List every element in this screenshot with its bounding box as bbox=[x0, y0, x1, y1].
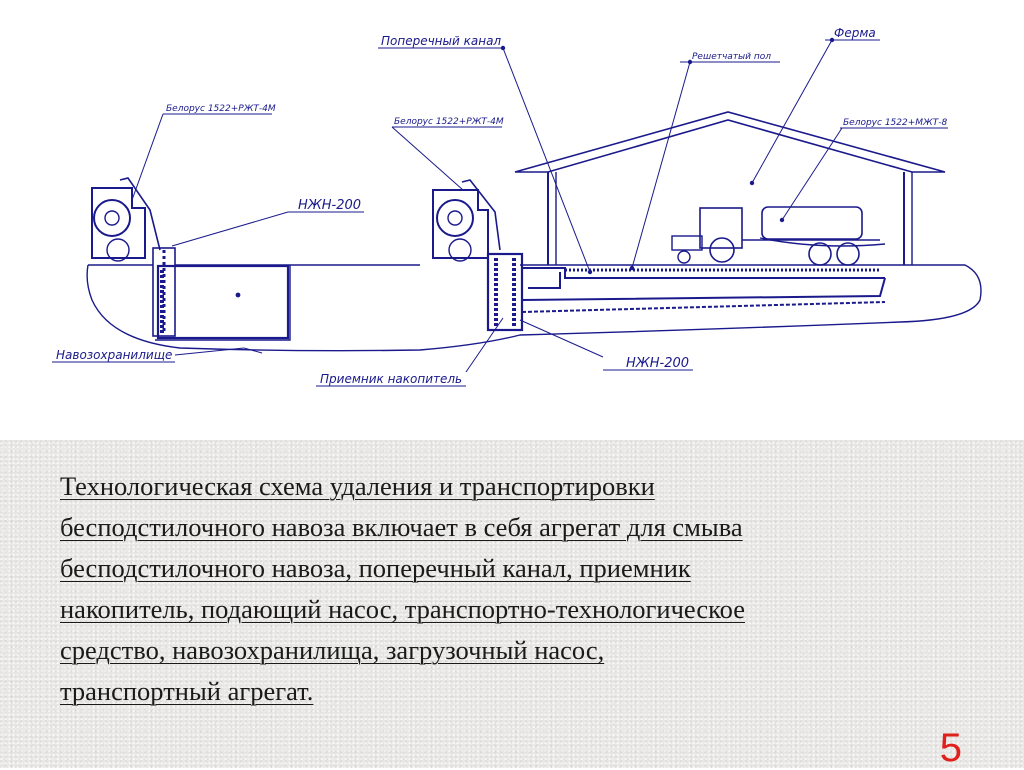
tractor-mid bbox=[432, 179, 501, 262]
label-tractor-right: Белорус 1522+МЖТ-8 bbox=[843, 118, 947, 128]
diagram-svg: Поперечный канал Решетчатый пол Ферма Бе… bbox=[52, 26, 982, 387]
tractor-left bbox=[91, 177, 161, 262]
ground-line bbox=[86, 264, 982, 352]
label-pump-bottom: НЖН-200 bbox=[626, 356, 689, 371]
text-panel bbox=[0, 440, 1024, 768]
pump-column-left bbox=[152, 247, 176, 337]
label-storage: Навозохранилище bbox=[56, 348, 172, 362]
cross-channel bbox=[521, 267, 886, 301]
label-tractor-mid: Белорус 1522+РЖТ-4М bbox=[394, 117, 504, 127]
description-line: бесподстилочного навоза, поперечный кана… bbox=[60, 553, 691, 583]
description-line: бесподстилочного навоза включает в себя … bbox=[60, 512, 743, 542]
technological-scheme-diagram: Поперечный канал Решетчатый пол Ферма Бе… bbox=[52, 26, 982, 387]
description-line: Технологическая схема удаления и транспо… bbox=[60, 471, 655, 501]
description-line: накопитель, подающий насос, транспортно-… bbox=[60, 594, 745, 624]
label-receiver: Приемник накопитель bbox=[320, 372, 462, 386]
label-cross-channel: Поперечный канал bbox=[381, 34, 501, 48]
manure-storage-pit bbox=[156, 264, 290, 340]
tractor-right bbox=[671, 206, 886, 266]
description-line: транспортный агрегат. bbox=[60, 676, 314, 706]
description-line: средство, навозохранилища, загрузочный н… bbox=[60, 635, 605, 665]
slide-number: 5 bbox=[939, 726, 962, 770]
label-farm: Ферма bbox=[834, 26, 876, 40]
label-slatted-floor: Решетчатый пол bbox=[692, 52, 771, 62]
description-paragraph: Технологическая схема удаления и транспо… bbox=[60, 466, 960, 712]
receiver-pit bbox=[486, 252, 524, 332]
label-pump-top: НЖН-200 bbox=[298, 198, 361, 213]
label-tractor-left: Белорус 1522+РЖТ-4М bbox=[166, 104, 276, 114]
